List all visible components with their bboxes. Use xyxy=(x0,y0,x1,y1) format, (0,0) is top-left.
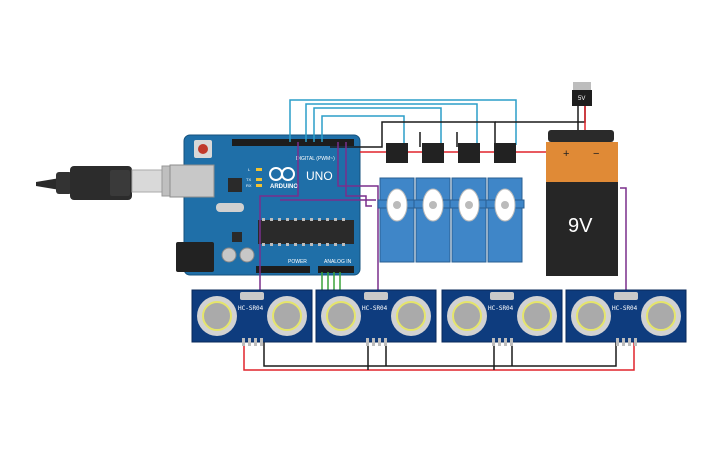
arduino-uno-board[interactable]: L TX RX ARDUINO UNO DIGITAL (PWM~) POWER… xyxy=(169,134,361,276)
servo-4[interactable] xyxy=(485,143,525,263)
battery-label: 9V xyxy=(568,215,593,237)
battery-9v[interactable]: + − 9V xyxy=(546,130,618,276)
digital-label: DIGITAL (PWM~) xyxy=(296,156,335,162)
analog-header[interactable] xyxy=(318,266,354,273)
arduino-logo-icon xyxy=(269,167,295,181)
sensor-4-model: HC-SR04 xyxy=(612,305,638,312)
servo-3[interactable] xyxy=(449,143,489,263)
servo-1[interactable] xyxy=(377,143,417,263)
analog-label: ANALOG IN xyxy=(324,259,352,265)
ultrasonic-sensor-4[interactable]: HC-SR04 xyxy=(565,289,687,346)
led-label-rx: RX xyxy=(246,183,252,188)
ultrasonic-sensor-1[interactable]: HC-SR04 xyxy=(191,289,313,346)
board-model: UNO xyxy=(306,169,333,183)
regulator-label: 5V xyxy=(578,96,585,102)
voltage-regulator[interactable]: 5V xyxy=(572,82,592,106)
power-header[interactable] xyxy=(256,266,310,273)
dc-jack xyxy=(176,242,214,272)
sensor-2-model: HC-SR04 xyxy=(362,305,388,312)
digital-header[interactable] xyxy=(232,139,354,146)
led-label-tx: TX xyxy=(246,177,251,182)
sensor-3-model: HC-SR04 xyxy=(488,305,514,312)
arduino-logo-text: ARDUINO xyxy=(270,184,298,190)
ultrasonic-sensor-3[interactable]: HC-SR04 xyxy=(441,289,563,346)
ultrasonic-sensor-2[interactable]: HC-SR04 xyxy=(315,289,437,346)
atmega-chip xyxy=(258,220,354,244)
servo-2[interactable] xyxy=(413,143,453,263)
battery-plus: + xyxy=(563,148,569,160)
led-label-l: L xyxy=(248,167,251,172)
battery-minus: − xyxy=(593,148,599,160)
sensor-1-model: HC-SR04 xyxy=(238,305,264,312)
power-label: POWER xyxy=(288,259,307,265)
